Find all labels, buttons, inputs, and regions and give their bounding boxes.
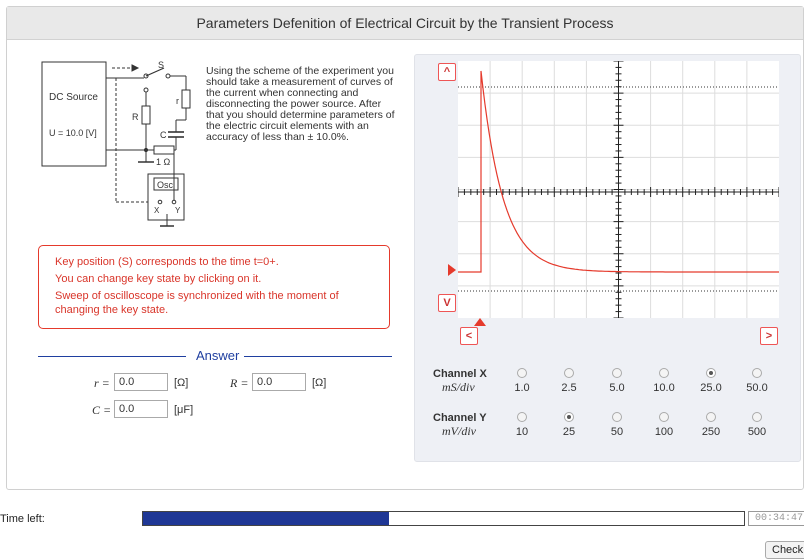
channel-x-unit: mS/div	[442, 380, 475, 394]
channel-x-option-label: 5.0	[609, 382, 625, 394]
time-left-label: Time left:	[0, 513, 45, 525]
R-label: R	[132, 112, 139, 122]
oscilloscope-screen	[458, 61, 779, 318]
R-field-label: R =	[230, 376, 249, 390]
current-trace	[458, 70, 779, 273]
C-field-label: C =	[92, 403, 112, 417]
channel-x-option-label: 50.0	[746, 382, 768, 394]
C-input[interactable]	[114, 400, 168, 418]
notice-box: Key position (S) corresponds to the time…	[38, 245, 390, 329]
sweep-left-button[interactable]: <	[460, 327, 478, 345]
dc-source-box	[41, 61, 107, 167]
channel-x-option-label: 1.0	[514, 382, 530, 394]
instructions-text: Using the scheme of the experiment you s…	[206, 65, 395, 143]
C-label: C	[160, 130, 167, 140]
switch-label: S	[158, 60, 164, 70]
r-label: r	[176, 96, 179, 106]
channel-x-radio[interactable]	[659, 368, 669, 378]
answer-divider-left	[38, 356, 186, 357]
channel-x-radio[interactable]	[612, 368, 622, 378]
channel-x-option-label: 10.0	[653, 382, 675, 394]
osc-y-label: Y	[175, 206, 181, 215]
r-unit: [Ω]	[174, 377, 189, 389]
page-title: Parameters Defenition of Electrical Circ…	[7, 7, 803, 40]
channel-y-radio[interactable]	[517, 412, 527, 422]
C-unit: [μF]	[174, 404, 194, 416]
channel-x-option-label: 2.5	[561, 382, 577, 394]
channel-y-option-label: 250	[701, 426, 721, 438]
channel-y-unit: mV/div	[442, 424, 476, 438]
key-switch[interactable]	[136, 60, 174, 82]
time-remaining: 00:34:47	[748, 511, 804, 526]
notice-line: Key position (S) corresponds to the time…	[55, 256, 279, 268]
scale-down-button[interactable]: V	[438, 294, 456, 312]
R-unit: [Ω]	[312, 377, 327, 389]
answer-title: Answer	[192, 348, 244, 363]
channel-x-radio[interactable]	[517, 368, 527, 378]
channel-y-radio[interactable]	[564, 412, 574, 422]
time-progress-bar	[142, 511, 745, 526]
dc-source-voltage: U = 10.0 [V]	[49, 128, 97, 138]
sweep-right-button[interactable]: >	[760, 327, 778, 345]
r-input[interactable]	[114, 373, 168, 391]
channel-y-option-label: 25	[562, 426, 576, 438]
channel-y-radio[interactable]	[659, 412, 669, 422]
scale-up-button[interactable]: ^	[438, 63, 456, 81]
channel-y-option-label: 50	[610, 426, 624, 438]
channel-x-radio[interactable]	[564, 368, 574, 378]
trigger-time-marker[interactable]	[472, 316, 488, 328]
osc-label: Osc	[157, 180, 174, 190]
circuit-diagram: DC Source U = 10.0 [V] S r R C 1 Ω Osc X…	[41, 60, 191, 227]
notice-line: You can change key state by clicking on …	[55, 273, 262, 285]
channel-y-radio[interactable]	[612, 412, 622, 422]
check-button[interactable]: Check	[765, 541, 804, 559]
channel-y-radio[interactable]	[752, 412, 762, 422]
answer-divider-right	[244, 356, 392, 357]
notice-line: Sweep of oscilloscope is synchronized wi…	[55, 290, 339, 316]
r-field-label: r =	[94, 376, 110, 390]
channel-y-option-label: 100	[654, 426, 674, 438]
osc-x-label: X	[154, 206, 160, 215]
channel-x-option-label: 25.0	[700, 382, 722, 394]
trigger-level-marker[interactable]	[446, 262, 458, 278]
channel-y-title: Channel Y	[433, 412, 487, 424]
channel-y-option-label: 10	[515, 426, 529, 438]
R-input[interactable]	[252, 373, 306, 391]
channel-y-option-label: 500	[747, 426, 767, 438]
shunt-label: 1 Ω	[156, 157, 171, 167]
time-progress-fill	[143, 512, 390, 525]
channel-x-title: Channel X	[433, 368, 487, 380]
channel-y-radio[interactable]	[706, 412, 716, 422]
channel-x-radio[interactable]	[752, 368, 762, 378]
channel-x-radio[interactable]	[706, 368, 716, 378]
dc-source-label: DC Source	[49, 92, 98, 103]
